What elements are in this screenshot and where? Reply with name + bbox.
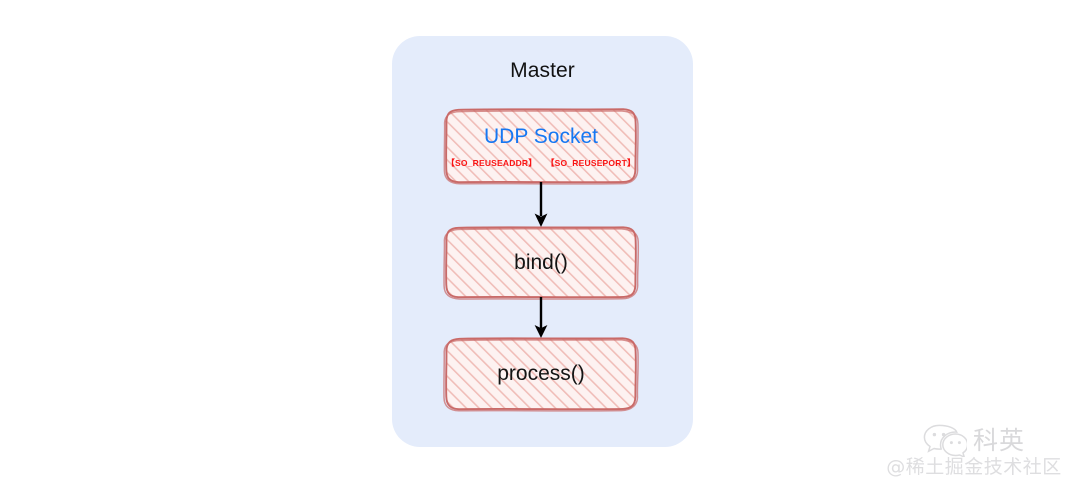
watermark-name: 科英 xyxy=(972,425,1025,455)
node-process[interactable]: process() xyxy=(443,337,639,412)
wechat-logo-icon xyxy=(923,424,967,458)
watermark: 科英 @稀土掘金技术社区 xyxy=(876,423,1072,478)
socket-option-reuseport: 【SO_REUSEPORT】 xyxy=(545,157,636,168)
watermark-handle: @稀土掘金技术社区 xyxy=(886,456,1062,479)
node-bind[interactable]: bind() xyxy=(443,226,640,300)
node-bind-label: bind() xyxy=(514,250,568,274)
node-udp-socket[interactable]: UDP Socket 【SO_REUSEADDR】 【SO_REUSEPORT】 xyxy=(443,108,639,185)
node-udp-socket-title: UDP Socket xyxy=(484,124,598,148)
socket-option-list: 【SO_REUSEADDR】 【SO_REUSEPORT】 xyxy=(446,159,635,168)
socket-option-reuseaddr: 【SO_REUSEADDR】 xyxy=(446,157,537,168)
panel-title: Master xyxy=(510,59,575,82)
node-process-label: process() xyxy=(497,362,585,385)
watermark-top-row: 科英 xyxy=(923,423,1025,458)
